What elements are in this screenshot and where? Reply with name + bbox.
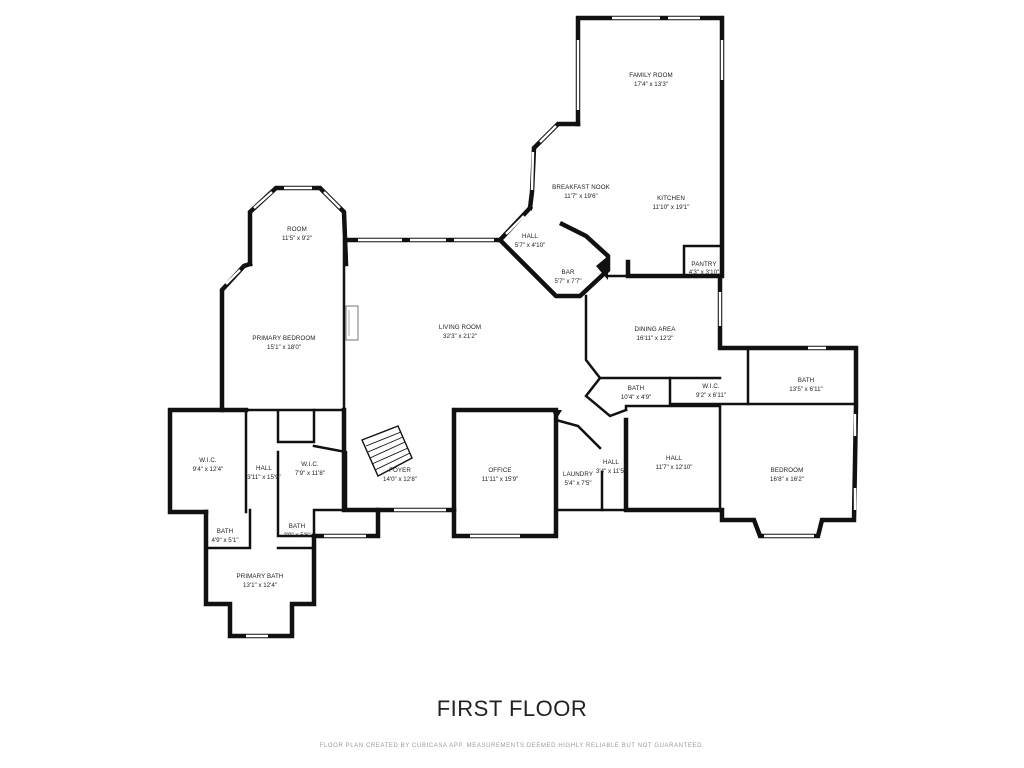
label-bath-right: BATH xyxy=(798,377,814,384)
wall-family-room xyxy=(575,15,725,279)
dim-wic-right: 9'2" x 6'11" xyxy=(696,392,726,399)
wall-bath-split xyxy=(204,508,252,550)
label-wic-left: W.I.C. xyxy=(199,457,217,464)
floor-title: FIRST FLOOR xyxy=(436,696,588,721)
stair-step xyxy=(367,436,404,453)
dim-laundry: 5'4" x 7'5" xyxy=(564,480,591,487)
dim-kitchen: 11'10" x 19'1" xyxy=(653,204,690,211)
dim-bath-left: 4'9" x 5'1" xyxy=(211,537,238,544)
dim-office: 11'11" x 15'9" xyxy=(482,476,518,483)
dim-hall-small: 3'4" x 11'5" xyxy=(596,468,626,475)
wall-dining-right xyxy=(623,273,859,539)
wall-hall-right-top xyxy=(624,404,722,512)
exterior-walls xyxy=(167,15,859,639)
label-primary-bedroom: PRIMARY BEDROOM xyxy=(252,335,315,342)
label-hall-top: HALL xyxy=(522,233,538,240)
window-nook-angle xyxy=(539,125,557,143)
label-family-room: FAMILY ROOM xyxy=(629,72,673,79)
window-room-angle-left xyxy=(253,191,273,209)
room-labels: FAMILY ROOM 17'4" x 13'3" BREAKFAST NOOK… xyxy=(193,72,823,589)
dim-wic-center: 7'9" x 11'8" xyxy=(295,470,325,477)
dim-primary-bath: 13'1" x 12'4" xyxy=(243,582,277,589)
dim-wic-left: 9'4" x 12'4" xyxy=(193,466,224,473)
window-primary-angle xyxy=(225,269,241,285)
window-nook-left xyxy=(530,151,535,191)
wall-wic-left xyxy=(167,407,249,515)
wall-hall-bar xyxy=(496,204,611,299)
label-primary-bath: PRIMARY BATH xyxy=(237,573,284,580)
stair-step xyxy=(365,431,402,447)
stair-step xyxy=(374,452,411,471)
label-laundry: LAUNDRY xyxy=(563,471,593,478)
label-bath-small: BATH xyxy=(289,523,305,530)
window-room-angle-right xyxy=(323,191,341,209)
wall-laundry-diag xyxy=(554,418,602,450)
label-office: OFFICE xyxy=(488,467,511,474)
fireplace xyxy=(345,305,359,341)
dim-room: 11'5" x 9'2" xyxy=(282,235,312,242)
wall-bath-right xyxy=(746,346,858,406)
dim-foyer: 14'0" x 12'8" xyxy=(383,476,417,483)
dim-hall-right: 11'7" x 12'10" xyxy=(656,464,693,471)
wall-pantry xyxy=(682,244,722,278)
dim-hall-left: 3'11" x 15'9" xyxy=(247,474,280,481)
wall-bath-mid-left xyxy=(584,376,628,418)
label-room: ROOM xyxy=(287,226,307,233)
wall-primary-bedroom xyxy=(219,261,253,413)
dim-bath-right: 13'5" x 6'11" xyxy=(789,386,822,393)
wall-wic-center xyxy=(276,408,316,444)
dim-hall-top: 5'7" x 4'10" xyxy=(515,242,546,249)
label-hall-small: HALL xyxy=(603,459,619,466)
label-dining-area: DINING AREA xyxy=(635,326,677,333)
label-pantry: PANTRY xyxy=(691,261,716,268)
label-wic-right: W.I.C. xyxy=(702,383,720,390)
label-foyer: FOYER xyxy=(389,467,411,474)
dim-bar: 5'7" x 7'7" xyxy=(554,278,581,285)
stair-step xyxy=(369,441,406,459)
label-living-room: LIVING ROOM xyxy=(439,324,481,331)
dim-breakfast-nook: 11'7" x 19'6" xyxy=(564,193,597,200)
stair-step xyxy=(371,447,409,465)
laundry-corner-marker xyxy=(552,410,562,420)
dim-bath-small: 3'9" x 5'6" xyxy=(283,532,310,539)
window-hall-diag xyxy=(505,215,525,235)
label-bath-mid: BATH xyxy=(628,385,644,392)
dim-bath-mid: 10'4" x 4'9" xyxy=(621,394,652,401)
label-hall-left: HALL xyxy=(256,465,272,472)
wall-wic-right xyxy=(668,376,750,406)
label-wic-center: W.I.C. xyxy=(301,461,319,468)
staircase xyxy=(361,425,413,477)
dim-family-room: 17'4" x 13'3" xyxy=(634,81,668,88)
windows xyxy=(210,16,857,638)
dim-primary-bedroom: 15'1" x 18'0" xyxy=(267,344,301,351)
label-bar: BAR xyxy=(561,269,574,276)
label-bath-left: BATH xyxy=(217,528,233,535)
dim-pantry: 4'3" x 3'10" xyxy=(689,269,720,276)
label-breakfast-nook: BREAKFAST NOOK xyxy=(552,184,610,191)
wall-family-room-angle xyxy=(527,121,581,211)
bar-corner-marker xyxy=(596,256,608,280)
label-bedroom: BEDROOM xyxy=(771,467,804,474)
dim-living-room: 32'3" x 21'2" xyxy=(443,333,477,340)
wall-dining-left xyxy=(584,294,602,380)
footer-disclaimer: FLOOR PLAN CREATED BY CUBICASA APP. MEAS… xyxy=(319,743,705,749)
dim-bedroom: 16'8" x 16'2" xyxy=(770,476,804,483)
label-kitchen: KITCHEN xyxy=(657,195,685,202)
label-hall-right: HALL xyxy=(666,455,682,462)
dim-dining-area: 16'11" x 12'2" xyxy=(637,335,674,342)
